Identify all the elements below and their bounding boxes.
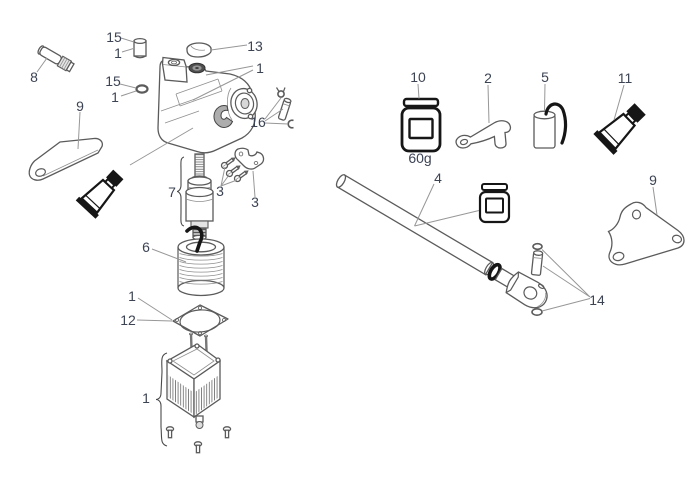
armature-7-drawing [185,153,214,241]
braces [155,156,185,447]
callout-pin15-top: 15 [106,29,122,45]
mounting-bracket-9-right-drawing [607,201,685,266]
motor-housing-drawing [157,56,258,154]
cover-cap-13-drawing [186,42,212,58]
gasket-12-drawing [172,304,229,337]
callout-nozzle8: 8 [30,69,38,85]
callout-oring1: 1 [111,89,119,105]
callout-bracket9-right: 9 [649,172,657,188]
callout-pin14: 14 [589,292,605,308]
callout-gasket12: 12 [120,312,136,328]
nozzle-8-drawing [37,45,75,73]
pin-15-drawing [133,37,147,59]
callout-housing1: 1 [256,60,264,76]
callout-jar10: 10 [410,69,426,85]
callout-gasket1: 1 [128,288,136,304]
leader-lines [36,37,658,322]
callout-screws3: 3 [216,183,224,199]
callout-bracket3: 3 [251,194,259,210]
callout-tube4: 4 [434,170,442,186]
adhesive-tube-left-drawing [75,169,124,219]
callout-glue11: 11 [617,70,633,86]
callout-coil6: 6 [142,239,150,255]
callout-plate9-left: 9 [76,98,84,114]
callout-stator1: 1 [142,390,150,406]
callout-cap13: 13 [247,38,263,54]
oring-15-drawing [135,84,149,94]
callout-jar10-weight: 60g [408,150,432,166]
callout-armature7: 7 [168,184,176,200]
retainer-set-16-drawing [275,87,294,129]
callout-oring15: 15 [105,73,121,89]
grease-jar-4-drawing [478,183,511,224]
stator-block-1-drawing [165,332,232,454]
mounting-plate-9-left-drawing [28,137,103,181]
handle-tube-4-drawing [335,174,548,309]
callout-lever2: 2 [484,70,492,86]
adhesive-tube-11-drawing [593,103,646,155]
capacitor-5-drawing [533,102,568,149]
clamp-lever-2-drawing [455,120,512,149]
pin-kit-14-drawing [530,242,544,316]
callout-pinset16: 16 [250,114,266,130]
callout-capacitor5: 5 [541,69,549,85]
stator-coil-6-drawing [177,225,225,297]
brush-bracket-3-drawing [234,147,265,170]
grease-jar-10-drawing [400,97,442,153]
callout-pin1-top: 1 [114,45,122,61]
